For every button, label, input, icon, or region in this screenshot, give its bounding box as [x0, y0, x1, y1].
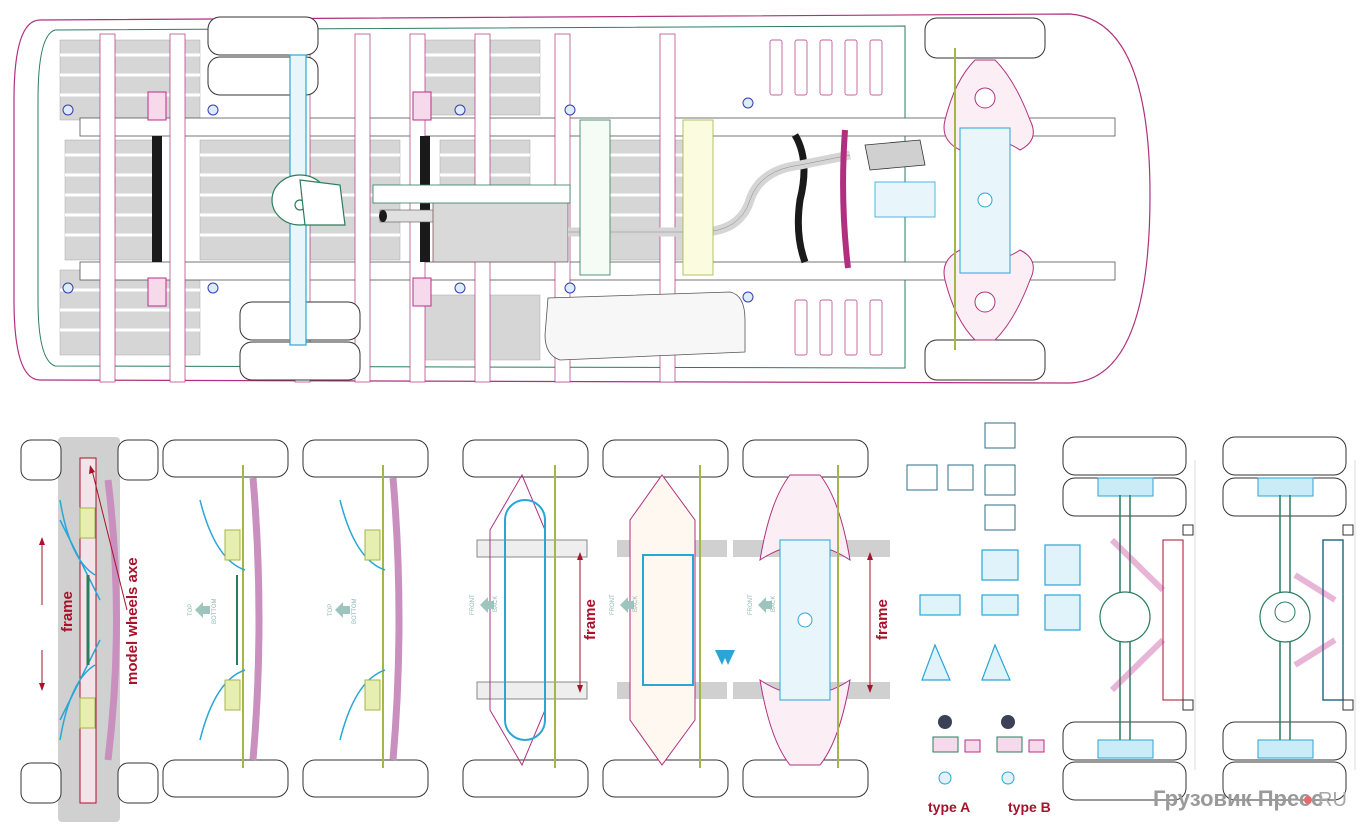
body-inner-outline	[37, 25, 906, 369]
spring-hangers	[147, 91, 432, 307]
panel-front-variant-1: frame FRONT BACK	[462, 439, 599, 798]
watermark-brand: Грузовик Пресс	[1153, 786, 1323, 811]
panel-front-variant-3: frame FRONT BACK	[733, 439, 891, 798]
label-bottom: BOTTOM	[352, 598, 358, 624]
panel-rear-axle-a	[1062, 436, 1196, 801]
label-model-wheels-axe: model wheels axe	[124, 557, 141, 685]
label-front: FRONT	[748, 594, 754, 615]
panel-coil-variant-2: TOP BOTTOM	[302, 439, 429, 798]
mount-type-b: type B	[996, 715, 1051, 815]
catalytic-converter	[864, 139, 926, 171]
label-back: BACK	[493, 596, 499, 612]
arrow-top-icon	[335, 602, 350, 618]
muffler	[432, 201, 569, 263]
mount-type-a: type A	[928, 715, 981, 815]
watermark-domain: RU	[1318, 789, 1347, 811]
exhaust-system	[372, 139, 926, 263]
crossbar-black-1	[152, 136, 162, 262]
label-type-b: type B	[1008, 799, 1051, 815]
rear-wheels	[207, 16, 361, 381]
exhaust-tip	[379, 210, 387, 222]
panel-front-variant-2: FRONT BACK	[602, 439, 735, 798]
body-outline	[13, 13, 1151, 384]
arrow-front-icon	[758, 597, 772, 613]
watermark-dot-icon	[1304, 796, 1312, 804]
label-frame-right: frame	[874, 599, 891, 640]
label-bottom: BOTTOM	[212, 598, 218, 624]
label-back: BACK	[633, 596, 639, 612]
exhaust-pipe	[379, 209, 441, 223]
crossbar-black-3	[791, 133, 809, 264]
front-crossmember	[840, 129, 851, 269]
arrow-top-icon	[195, 602, 210, 618]
panel-model-axe: frame model wheels axe	[20, 437, 159, 822]
mount-brackets	[906, 422, 1016, 531]
label-front: FRONT	[610, 594, 616, 615]
watermark: Грузовик Пресс RU	[1153, 786, 1347, 811]
label-back: BACK	[771, 596, 777, 612]
body-mounts	[62, 97, 754, 303]
mount-brackets-blue	[919, 544, 1081, 681]
mount-plate-green	[579, 119, 611, 276]
label-front: FRONT	[470, 594, 476, 615]
steering-box	[874, 181, 936, 218]
heat-shield	[372, 184, 571, 204]
label-type-a: type A	[928, 799, 970, 815]
fuel-tank	[544, 291, 746, 361]
label-frame-left: frame	[59, 591, 76, 632]
label-top: TOP	[188, 604, 194, 616]
front-cabin-vents	[769, 39, 883, 356]
rear-axle	[271, 54, 346, 346]
arrow-front-icon	[480, 597, 494, 613]
arrow-front-icon	[620, 597, 634, 613]
front-suspension	[943, 48, 1034, 350]
panel-coil-variant-1: TOP BOTTOM	[162, 439, 289, 798]
panel-rear-axle-b	[1222, 436, 1356, 801]
label-frame-middle: frame	[582, 599, 599, 640]
chassis-top-view	[13, 13, 1151, 384]
transmission-mount-plate	[682, 119, 714, 276]
label-top: TOP	[328, 604, 334, 616]
